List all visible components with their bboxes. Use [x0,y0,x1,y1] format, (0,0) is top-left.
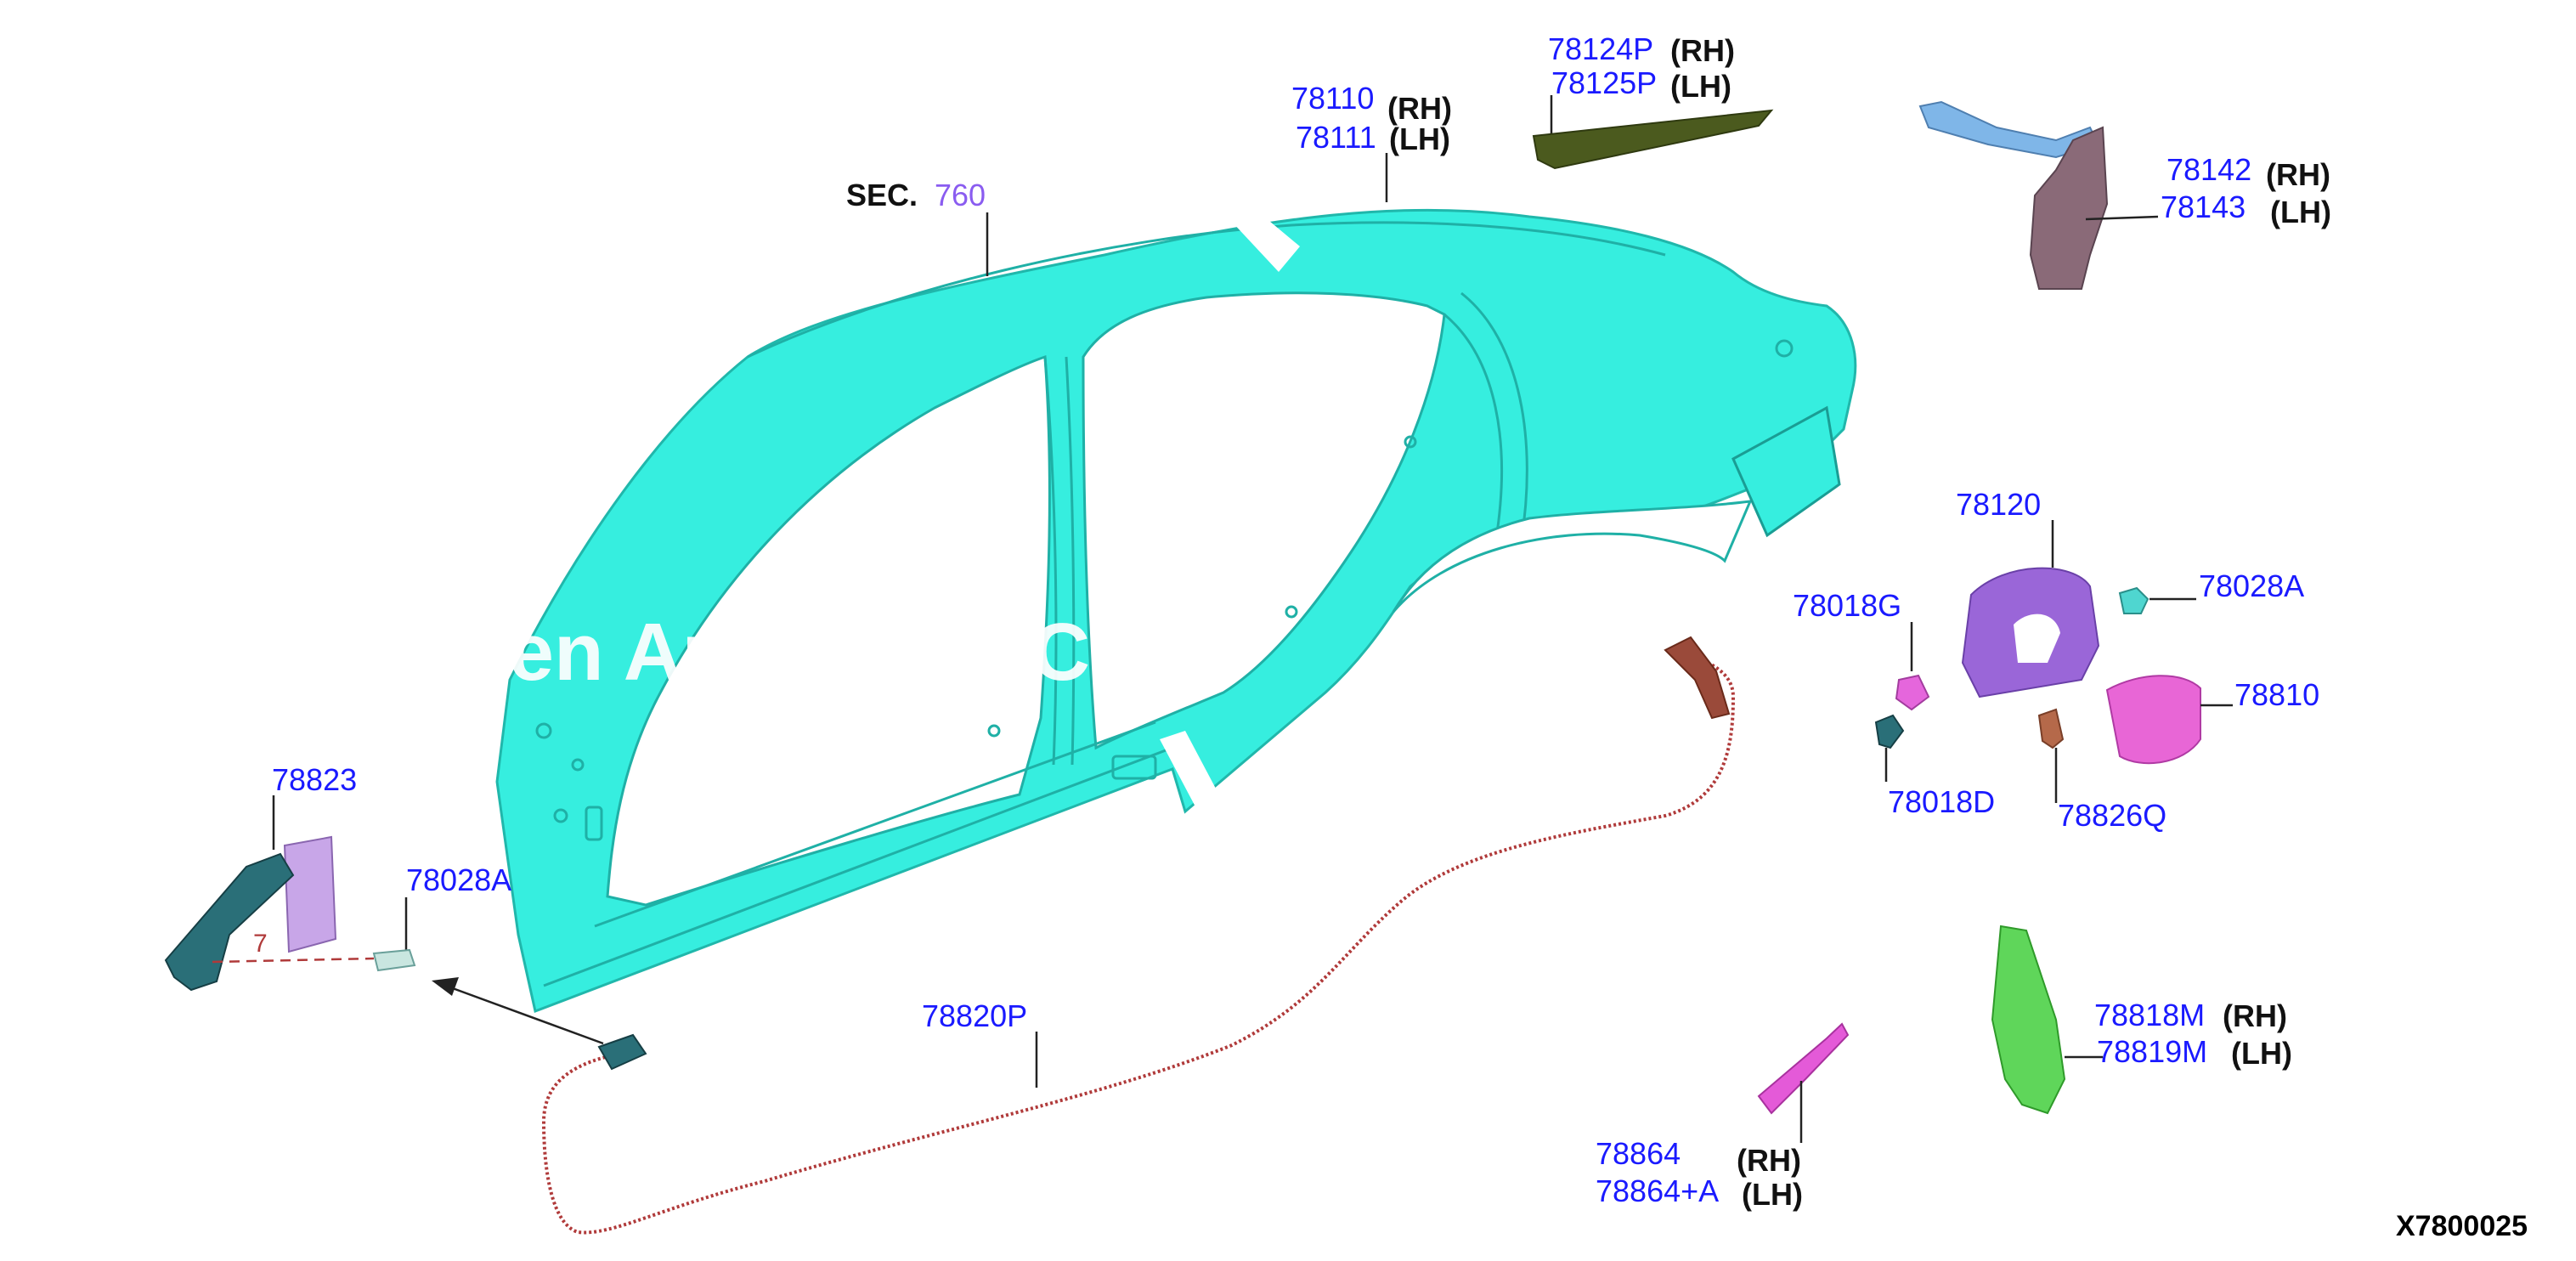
section-prefix: SEC. [846,178,918,212]
roof-break-mark [1219,204,1300,272]
assembly-arrow [449,986,604,1045]
dashed-link-78823 [212,957,375,964]
part-number-78018G[interactable]: 78018G [1793,588,1901,623]
part-number-78819M[interactable]: 78819M [2097,1034,2207,1069]
sill-break-mark [1160,731,1223,811]
rear-door-opening [1082,291,1446,750]
callout-78823[interactable]: 78823 7 [164,762,375,992]
diagram-code: X7800025 [2396,1210,2528,1242]
clip-78826Q[interactable] [2037,708,2065,749]
part-number-78028A-right[interactable]: 78028A [2199,568,2304,603]
part-number-78120[interactable]: 78120 [1956,487,2041,522]
side-lh-78819M: (LH) [2231,1036,2292,1071]
shield-78818M[interactable] [1991,925,2066,1115]
side-lh-78111: (LH) [1389,122,1450,156]
strip-78864[interactable] [1757,1022,1850,1115]
part-number-78823[interactable]: 78823 [272,762,357,797]
part-number-78111[interactable]: 78111 [1296,120,1376,155]
callout-78124P-78125P[interactable]: 78124P (RH) 78125P (LH) [1532,31,1774,170]
callout-78818M-78819M[interactable]: 78818M (RH) 78819M (LH) [1991,925,2292,1115]
part-number-78124P[interactable]: 78124P [1548,31,1653,66]
bracket-78823-plate[interactable] [283,835,337,953]
tail-corner-detail [1731,405,1841,538]
harness-78820P[interactable] [541,653,1736,1235]
front-door-opening [606,354,1051,907]
callout-78120[interactable]: 78120 [1956,487,2100,698]
rocker-line [543,721,1173,987]
assembly-arrowhead [432,977,459,996]
part-number-78142[interactable]: 78142 [2166,152,2251,187]
callout-78018D[interactable]: 78018D [1874,714,1995,819]
callout-78142-78143[interactable]: 78142 (RH) 78143 (LH) [1918,100,2331,290]
callout-78018G[interactable]: 78018G [1793,588,1930,711]
part-number-78028A-left[interactable]: 78028A [406,862,511,897]
callout-78820P[interactable]: 78820P [432,636,1736,1235]
side-rh-78818M: (RH) [2223,998,2287,1033]
screw-78018D[interactable] [1874,714,1905,749]
bracket-78142-lower[interactable] [2029,126,2109,290]
watermark-text: hen Autoparts C [459,607,1090,698]
side-lh-78125P: (LH) [1670,69,1731,104]
section-number[interactable]: 760 [935,178,986,212]
leader-78142 [2085,215,2159,221]
callout-78826Q[interactable]: 78826Q [2037,708,2166,833]
dash-digit-mark: 7 [253,930,268,958]
stamping-details [535,339,1794,841]
callout-78864[interactable]: 78864 (RH) 78864+A (LH) [1596,1022,1850,1212]
side-rh-78110: (RH) [1387,91,1452,126]
callout-78810[interactable]: 78810 [2105,675,2319,765]
part-number-78143[interactable]: 78143 [2161,189,2246,224]
callout-78028A-left[interactable]: 78028A [372,862,511,972]
part-number-78018D[interactable]: 78018D [1888,784,1995,819]
c-pillar-line [1443,291,1528,545]
b-pillar-line [1043,356,1076,766]
callout-78028A-right[interactable]: 78028A [2118,568,2304,614]
part-number-78110[interactable]: 78110 [1291,81,1374,116]
rear-wheel-arch [1392,500,1753,613]
part-number-78125P[interactable]: 78125P [1551,65,1657,100]
part-number-78818M[interactable]: 78818M [2094,998,2205,1032]
harness-connector-end [1664,636,1731,720]
side-lh-78864+A: (LH) [1742,1177,1803,1212]
part-number-78864[interactable]: 78864 [1596,1136,1681,1171]
part-number-78820P[interactable]: 78820P [922,998,1027,1033]
clip-78028A-right[interactable] [2118,586,2149,614]
part-number-78810[interactable]: 78810 [2234,677,2319,712]
section-reference[interactable]: SEC. 760 [846,178,989,276]
part-number-78864+A[interactable]: 78864+A [1596,1173,1719,1208]
harness-connector-front[interactable] [597,1033,647,1071]
bracket-78823-arm[interactable] [164,852,295,992]
clip-78028A-left[interactable] [372,948,416,972]
bracket-78120-cutout [2014,614,2060,663]
lid-78810[interactable] [2105,675,2201,765]
grommet-78018G[interactable] [1895,674,1930,711]
pillar-trim-78124P[interactable] [1532,109,1774,170]
side-rh-78864: (RH) [1737,1143,1801,1178]
side-rh-78124P: (RH) [1670,33,1735,68]
side-lh-78143: (LH) [2270,195,2331,229]
side-rh-78142: (RH) [2266,157,2330,192]
part-number-78826Q[interactable]: 78826Q [2058,798,2166,833]
callout-78110-78111[interactable]: 78110 (RH) 78111 (LH) [1291,81,1452,202]
body-side-outer-panel[interactable] [495,204,1857,1014]
